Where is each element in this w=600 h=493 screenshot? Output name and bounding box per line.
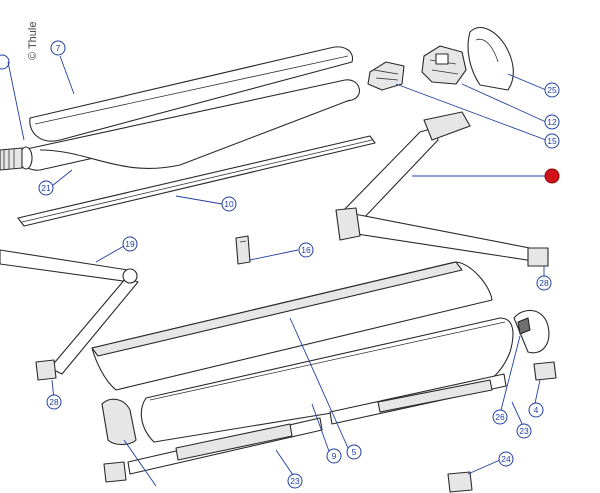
- svg-text:21: 21: [41, 183, 51, 193]
- callout-28-right: 28: [536, 275, 552, 291]
- bracket-part: [235, 235, 251, 265]
- bottom-rail-right-part: [329, 373, 507, 425]
- svg-text:5: 5: [352, 447, 357, 457]
- callout-15: 15: [544, 133, 560, 149]
- front-profile-part: [91, 261, 514, 443]
- bracket-4-part: [533, 361, 557, 381]
- right-end-plate-part: [513, 309, 550, 354]
- left-folding-arm-part: [0, 249, 139, 381]
- callout-19: 19: [122, 236, 138, 252]
- motor-part: [367, 61, 405, 91]
- svg-text:28: 28: [539, 278, 549, 288]
- svg-text:23: 23: [519, 426, 529, 436]
- svg-text:25: 25: [547, 85, 557, 95]
- svg-text:10: 10: [224, 199, 234, 209]
- svg-text:19: 19: [125, 239, 135, 249]
- svg-text:24: 24: [501, 454, 511, 464]
- svg-text:12: 12: [547, 117, 557, 127]
- callout-16: 16: [298, 242, 314, 258]
- svg-text:7: 7: [56, 43, 61, 53]
- callout-24: 24: [498, 451, 514, 467]
- svg-text:16: 16: [301, 245, 311, 255]
- right-folding-arm-part: [335, 111, 549, 267]
- callout-25: 25: [544, 82, 560, 98]
- offscreen-callout: [0, 54, 10, 70]
- bottom-rail-left-part: [127, 417, 323, 475]
- lead-rail-part: [17, 135, 376, 227]
- highlighted-part-marker[interactable]: [544, 168, 560, 184]
- svg-text:26: 26: [495, 412, 505, 422]
- roller-tube-part: [0, 79, 360, 171]
- svg-text:4: 4: [534, 405, 539, 415]
- bracket-bottom-left-part: [103, 461, 127, 483]
- callout-23-left: 23: [287, 473, 303, 489]
- cassette-cover-part: [29, 46, 354, 142]
- callouts: 7 21 10 25 12 15 16 19 28 28 5 9 5 23 26…: [38, 40, 560, 489]
- bracket-24-part: [447, 471, 473, 493]
- callout-4: 4: [528, 402, 544, 418]
- callout-10: 10: [221, 196, 237, 212]
- callout-7: 7: [50, 40, 66, 56]
- callout-23-right: 23: [516, 423, 532, 439]
- svg-text:9: 9: [332, 451, 337, 461]
- callout-5: 5: [346, 444, 362, 460]
- gear-mechanism-part: [421, 45, 467, 85]
- callout-21: 21: [38, 180, 54, 196]
- callout-12: 12: [544, 114, 560, 130]
- callout-28-left: 28: [46, 394, 62, 410]
- svg-text:23: 23: [290, 476, 300, 486]
- end-cap-part: [467, 27, 514, 91]
- callout-26: 26: [492, 409, 508, 425]
- svg-text:28: 28: [49, 397, 59, 407]
- callout-9: 9: [326, 448, 342, 464]
- left-end-plate-part: [101, 398, 137, 446]
- svg-text:15: 15: [547, 136, 557, 146]
- copyright-text: © Thule: [27, 22, 39, 60]
